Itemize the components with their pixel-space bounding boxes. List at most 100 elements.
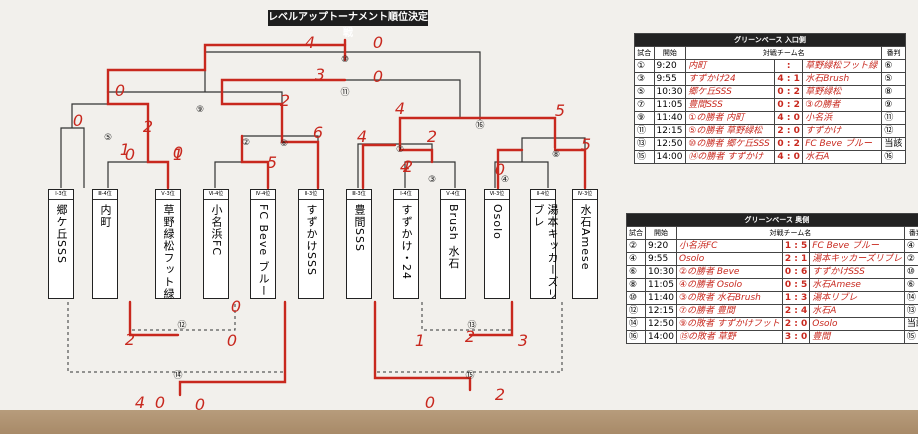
col-header: 開始 (645, 226, 677, 240)
handwritten-score: 5 (581, 135, 591, 154)
line-print (60, 127, 85, 188)
away-team: 小名浜 (802, 111, 883, 125)
handwritten-score: 2 (495, 385, 505, 404)
line-red (468, 300, 514, 337)
team-seed: Ⅳ-3位 (573, 190, 597, 200)
team-box: Ⅴ-3位草野緑松フット緑 (155, 189, 181, 300)
table-surface (0, 410, 918, 434)
referee-match: ⑤ (881, 72, 906, 86)
line-print (521, 137, 586, 188)
home-team: ⑭の勝者 すずかけ (685, 150, 776, 164)
start-time: 11:40 (645, 291, 677, 305)
referee-match: ⑮ (903, 330, 918, 344)
referee-match: ⑭ (903, 291, 918, 305)
handwritten-score: 4 (305, 33, 315, 52)
score-home: 0 (777, 100, 784, 110)
referee-match: ⑧ (881, 85, 906, 99)
match-score: 0 : 6 (781, 265, 811, 279)
referee-match: ② (903, 252, 918, 266)
match-score: : (774, 59, 804, 73)
col-header: 番判 (881, 46, 906, 60)
match-no: ⑯ (626, 330, 646, 344)
referee-match: ⑩ (903, 265, 918, 279)
line-red (128, 300, 180, 337)
handwritten-score: 2 (403, 157, 413, 176)
score-away: 1 (793, 74, 800, 84)
home-team: ⑨の敗者 すずかけフット (675, 317, 783, 331)
line-red (106, 90, 150, 130)
referee-match: ⑥ (881, 59, 906, 73)
away-team: ③の勝者 (802, 98, 883, 112)
score-separator: : (791, 332, 802, 342)
match-no: ⑧ (626, 278, 646, 292)
team-seed: Ⅰ-3位 (49, 190, 73, 200)
start-time: 9:55 (645, 252, 677, 266)
team-name: 湯本キッカーズリブレ (532, 204, 559, 300)
line-red (398, 116, 557, 164)
away-team: 豊間 (809, 330, 905, 344)
handwritten-score: 2 (427, 127, 437, 146)
score-away: 2 (793, 87, 800, 97)
team-seed: Ⅰ-4位 (394, 190, 418, 200)
team-box: Ⅰ-4位すずかけ・24 (393, 189, 419, 299)
match-number: ⑦ (396, 145, 404, 155)
score-separator: : (783, 152, 794, 162)
match-no: ⑩ (626, 291, 646, 305)
away-team: Osolo (809, 317, 905, 331)
start-time: 11:40 (653, 111, 687, 125)
handwritten-score: 6 (313, 123, 323, 142)
team-seed: Ⅱ-3位 (299, 190, 323, 200)
match-score: 4 : 0 (774, 150, 804, 164)
match-no: ① (634, 59, 655, 73)
team-box: Ⅳ-3位水石Amese (572, 189, 598, 299)
line-print (204, 51, 481, 120)
score-away: 2 (793, 139, 800, 149)
line-red (496, 148, 524, 190)
match-score: 2 : 0 (774, 124, 804, 138)
col-header: 開始 (653, 46, 687, 60)
start-time: 12:15 (653, 124, 687, 138)
match-number: ⑧ (552, 150, 560, 160)
line-dashed (67, 302, 286, 373)
start-time: 9:55 (653, 72, 687, 86)
line-red (553, 148, 587, 190)
score-home: 3 (784, 332, 792, 342)
away-team: FC Beve ブルー (802, 137, 883, 151)
team-seed: Ⅵ-4位 (204, 190, 228, 200)
referee-match: 当該 (903, 317, 918, 331)
start-time: 9:20 (653, 59, 687, 73)
match-score: 0 : 2 (774, 98, 804, 112)
score-separator: : (791, 267, 802, 277)
away-team: FC Beve ブルー (809, 239, 905, 253)
start-time: 12:50 (653, 137, 687, 151)
match-score: 1 : 5 (781, 239, 811, 253)
team-box: Ⅰ-3位郷ケ丘SSS (48, 189, 74, 299)
match-number: ⑬ (467, 320, 476, 331)
home-team: ⑤の勝者 草野緑松 (685, 124, 776, 138)
away-team: 湯本キッカーズリブレ (809, 252, 905, 266)
team-box: Ⅲ-4位内町 (92, 189, 118, 299)
score-home: 2 (784, 254, 792, 264)
handwritten-score: 4 (357, 127, 367, 146)
team-box: Ⅱ-3位すずかけSSS (298, 189, 324, 299)
match-number: ⑨ (196, 105, 204, 115)
team-name: 内町 (99, 204, 112, 228)
handwritten-score: 2 (143, 117, 153, 136)
team-name: 水石Amese (579, 204, 592, 271)
line-red (178, 300, 287, 397)
start-time: 10:30 (645, 265, 677, 279)
score-separator: : (791, 280, 802, 290)
home-team: 内町 (685, 59, 776, 73)
match-number: ⑮ (465, 370, 474, 381)
home-team: ④の勝者 Osolo (675, 278, 783, 292)
away-team: 水石Amese (809, 278, 905, 292)
handwritten-score: 0 (227, 331, 237, 350)
